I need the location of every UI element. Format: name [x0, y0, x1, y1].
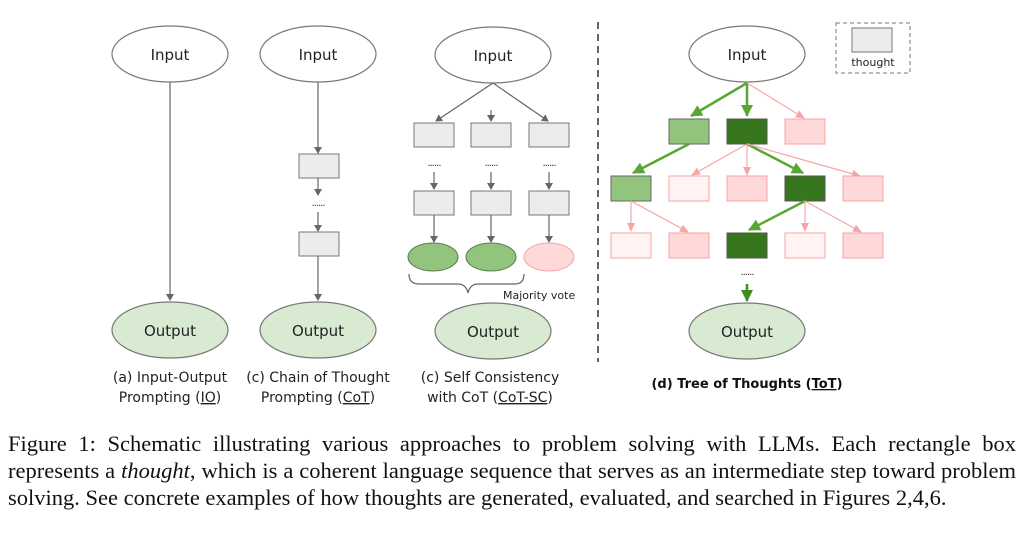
thought-box-pale	[784, 232, 826, 259]
input-label: Input	[474, 47, 513, 65]
edge-selected	[690, 81, 748, 118]
output-label: Output	[292, 322, 344, 340]
label-abbr-link[interactable]: IO	[201, 390, 216, 406]
output-node	[111, 301, 229, 359]
caption-text: Figure 1: Schematic illustrating various…	[8, 431, 1016, 483]
panel-label: (d) Tree of Thoughts (ToT)	[651, 377, 842, 392]
thought-box	[470, 190, 512, 216]
thought-box-good	[610, 175, 652, 202]
ellipsis: ......	[484, 158, 498, 169]
thought-box-bad	[784, 118, 826, 145]
ellipsis: ......	[542, 158, 556, 169]
output-node	[688, 302, 806, 360]
ellipsis: ......	[311, 198, 325, 209]
edge-pruned	[630, 200, 689, 233]
output-node	[434, 302, 552, 360]
thought-box	[413, 122, 455, 148]
output-label: Output	[721, 323, 773, 341]
answer-node-majority	[465, 242, 517, 272]
thought-box	[298, 231, 340, 257]
legend-frame	[835, 22, 911, 74]
thought-box-best	[726, 232, 768, 259]
label-suffix: )	[216, 390, 221, 406]
majority-brace	[408, 273, 525, 294]
ellipsis: ......	[740, 267, 754, 278]
ellipsis: ......	[427, 158, 441, 169]
panel-io: Input Output (a) Input-Output Prompting …	[111, 25, 229, 406]
majority-vote-label: Majority vote	[503, 289, 575, 302]
panel-tot: thought Input	[610, 22, 911, 392]
thought-box-best	[726, 118, 768, 145]
panel-label-line2: Prompting (CoT)	[261, 390, 375, 406]
panel-label-line1: (c) Chain of Thought	[246, 370, 390, 386]
figure-caption: Figure 1: Schematic illustrating various…	[8, 430, 1016, 511]
panel-label-line2: with CoT (CoT-SC)	[427, 390, 553, 406]
answer-node-minority	[523, 242, 575, 272]
edge	[435, 82, 494, 122]
caption-text: , which is a coherent language sequence …	[8, 458, 1016, 510]
thought-box	[413, 190, 455, 216]
label-prefix: Prompting (	[261, 390, 343, 406]
thought-box	[298, 153, 340, 179]
legend-thought-box	[851, 27, 893, 53]
thought-box-bad	[842, 232, 884, 259]
panel-label-line1: (c) Self Consistency	[421, 370, 560, 386]
input-label: Input	[728, 46, 767, 64]
output-label: Output	[467, 323, 519, 341]
input-node	[688, 25, 806, 83]
caption-italic: thought	[121, 458, 190, 483]
label-suffix: )	[370, 390, 375, 406]
label-prefix: Prompting (	[119, 390, 201, 406]
thought-box	[528, 122, 570, 148]
input-label: Input	[299, 46, 338, 64]
label-suffix: )	[547, 390, 552, 406]
thought-box-best	[784, 175, 826, 202]
input-label: Input	[151, 46, 190, 64]
edge	[492, 82, 549, 122]
panel-label-line2: Prompting (IO)	[119, 390, 221, 406]
output-node	[259, 301, 377, 359]
panel-label-line1: (a) Input-Output	[113, 370, 228, 386]
answer-node-majority	[407, 242, 459, 272]
label-prefix: with CoT (	[427, 390, 498, 406]
edge-pruned	[746, 143, 861, 178]
panel-cot-sc: Input ...... ...... ...... Majority vote…	[407, 26, 575, 406]
thought-box	[528, 190, 570, 216]
thought-box	[470, 122, 512, 148]
thought-box-bad	[668, 232, 710, 259]
label-abbr-link[interactable]: CoT-SC	[498, 390, 548, 406]
thought-box-bad	[842, 175, 884, 202]
edge-pruned	[691, 143, 748, 176]
panel-cot: Input ...... Output (c) Chain of Thought…	[246, 25, 390, 406]
edge-pruned	[804, 200, 862, 233]
thought-box-pale	[668, 175, 710, 202]
edge-selected	[748, 199, 806, 232]
label-abbr-link[interactable]: CoT	[343, 390, 370, 406]
label-suffix: )	[837, 377, 843, 392]
edge-selected	[632, 142, 690, 175]
legend-thought-label: thought	[851, 56, 895, 69]
label-prefix: (d) Tree of Thoughts (	[651, 377, 811, 392]
label-abbr-link[interactable]: ToT	[812, 377, 837, 392]
edge-selected	[746, 142, 804, 175]
legend: thought	[835, 22, 911, 74]
output-label: Output	[144, 322, 196, 340]
figure-diagram: Input Output (a) Input-Output Prompting …	[111, 22, 911, 406]
edge-pruned	[746, 82, 805, 119]
thought-box-pale	[610, 232, 652, 259]
thought-box-bad	[726, 175, 768, 202]
thought-box-good	[668, 118, 710, 145]
